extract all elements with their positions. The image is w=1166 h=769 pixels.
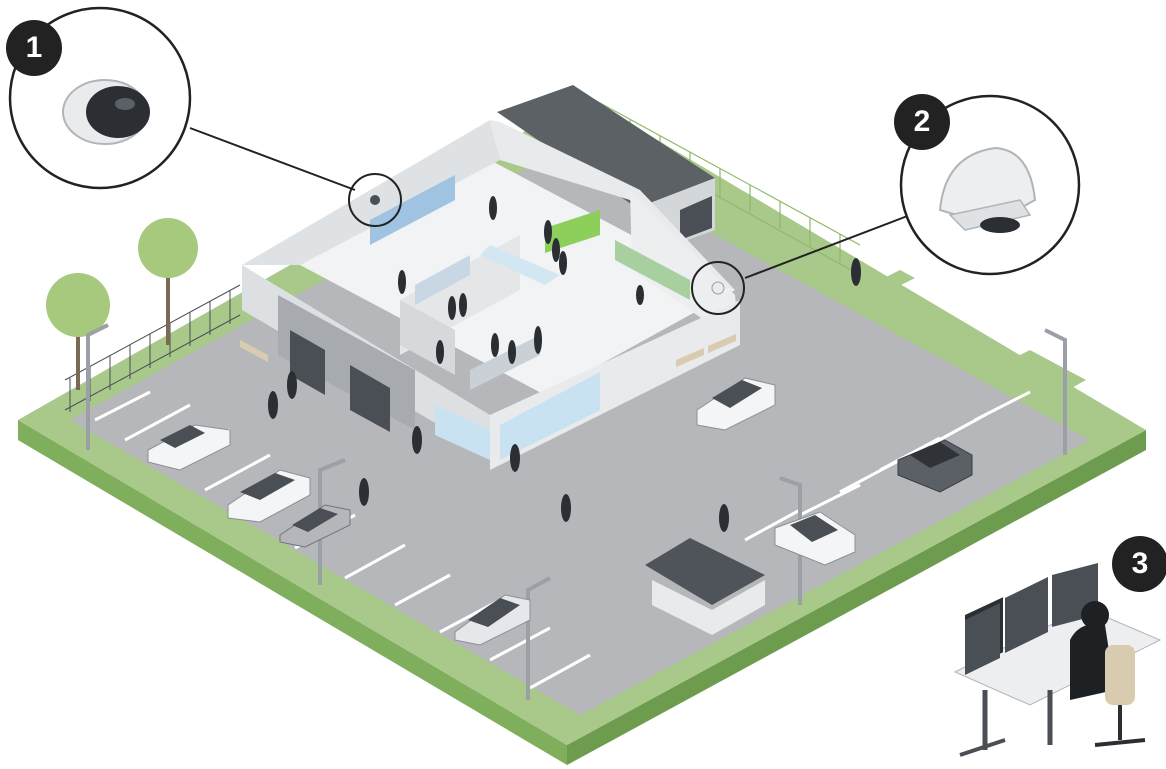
callout-number-3: 3: [1112, 536, 1166, 592]
callout-1: [10, 8, 401, 226]
callout-number-2: 2: [894, 94, 950, 150]
callout-number-1: 1: [6, 20, 62, 76]
operator-workstation-icon: [955, 563, 1160, 755]
